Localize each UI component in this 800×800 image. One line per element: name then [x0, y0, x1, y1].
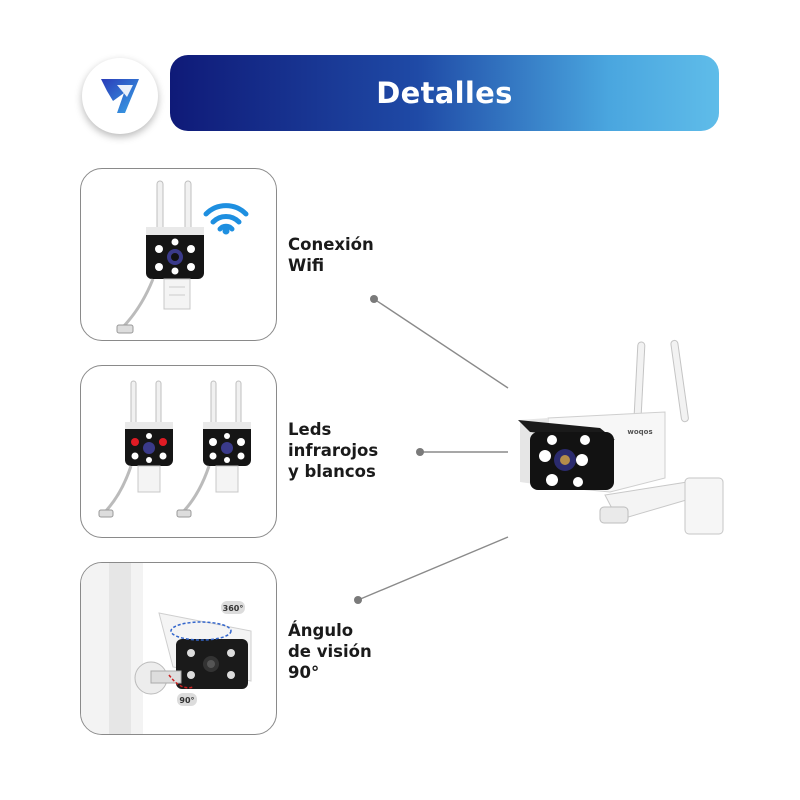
angle-feature-card: 360° 90° — [80, 562, 277, 735]
wifi-camera-image — [116, 180, 249, 334]
tilt-badge: 90° — [179, 696, 194, 705]
header-banner: Detalles — [170, 55, 719, 131]
wifi-label-line1: Conexión — [288, 235, 374, 254]
leds-cameras-image — [98, 380, 251, 518]
leds-label-line3: y blancos — [288, 462, 376, 481]
page-title: Detalles — [376, 76, 513, 110]
angle-label-line1: Ángulo — [288, 621, 354, 640]
angle-camera-image: 360° 90° — [81, 563, 252, 734]
brand-logo — [82, 58, 158, 134]
angle-label-line2: de visión — [288, 642, 372, 661]
leds-label: Leds infrarojos y blancos — [288, 419, 378, 482]
leds-feature-card — [80, 365, 277, 538]
leds-label-line1: Leds — [288, 420, 332, 439]
leds-label-line2: infrarojos — [288, 441, 379, 460]
angle-label: Ángulo de visión 90° — [288, 620, 372, 683]
wifi-feature-card — [80, 168, 277, 341]
brand-logo-icon — [101, 79, 139, 113]
wifi-label-line2: Wifi — [288, 256, 325, 275]
wifi-label: Conexión Wifi — [288, 234, 374, 276]
angle-label-line3: 90° — [288, 663, 320, 682]
wifi-icon — [203, 203, 249, 235]
camera-brand-text: woqos — [627, 428, 652, 436]
rotation-badge: 360° — [223, 604, 244, 613]
